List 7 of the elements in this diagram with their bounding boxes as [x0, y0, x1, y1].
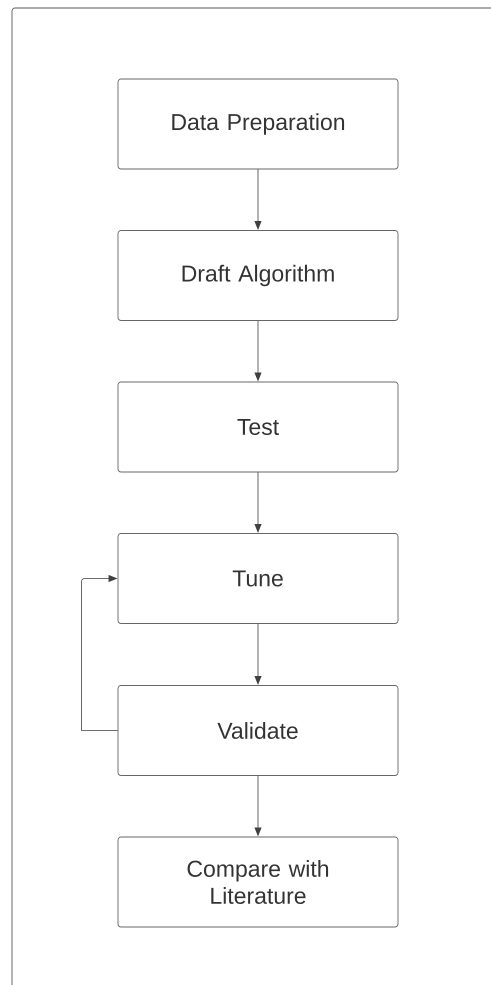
process-box: Tune — [118, 533, 398, 624]
process-box: Data Preparation — [118, 78, 398, 170]
process-box: Test — [118, 382, 398, 472]
process-box: Compare with Literature — [118, 836, 398, 928]
arrow — [81, 574, 118, 731]
process-box: Draft Algorithm — [118, 230, 398, 321]
process-box: Validate — [118, 685, 398, 776]
